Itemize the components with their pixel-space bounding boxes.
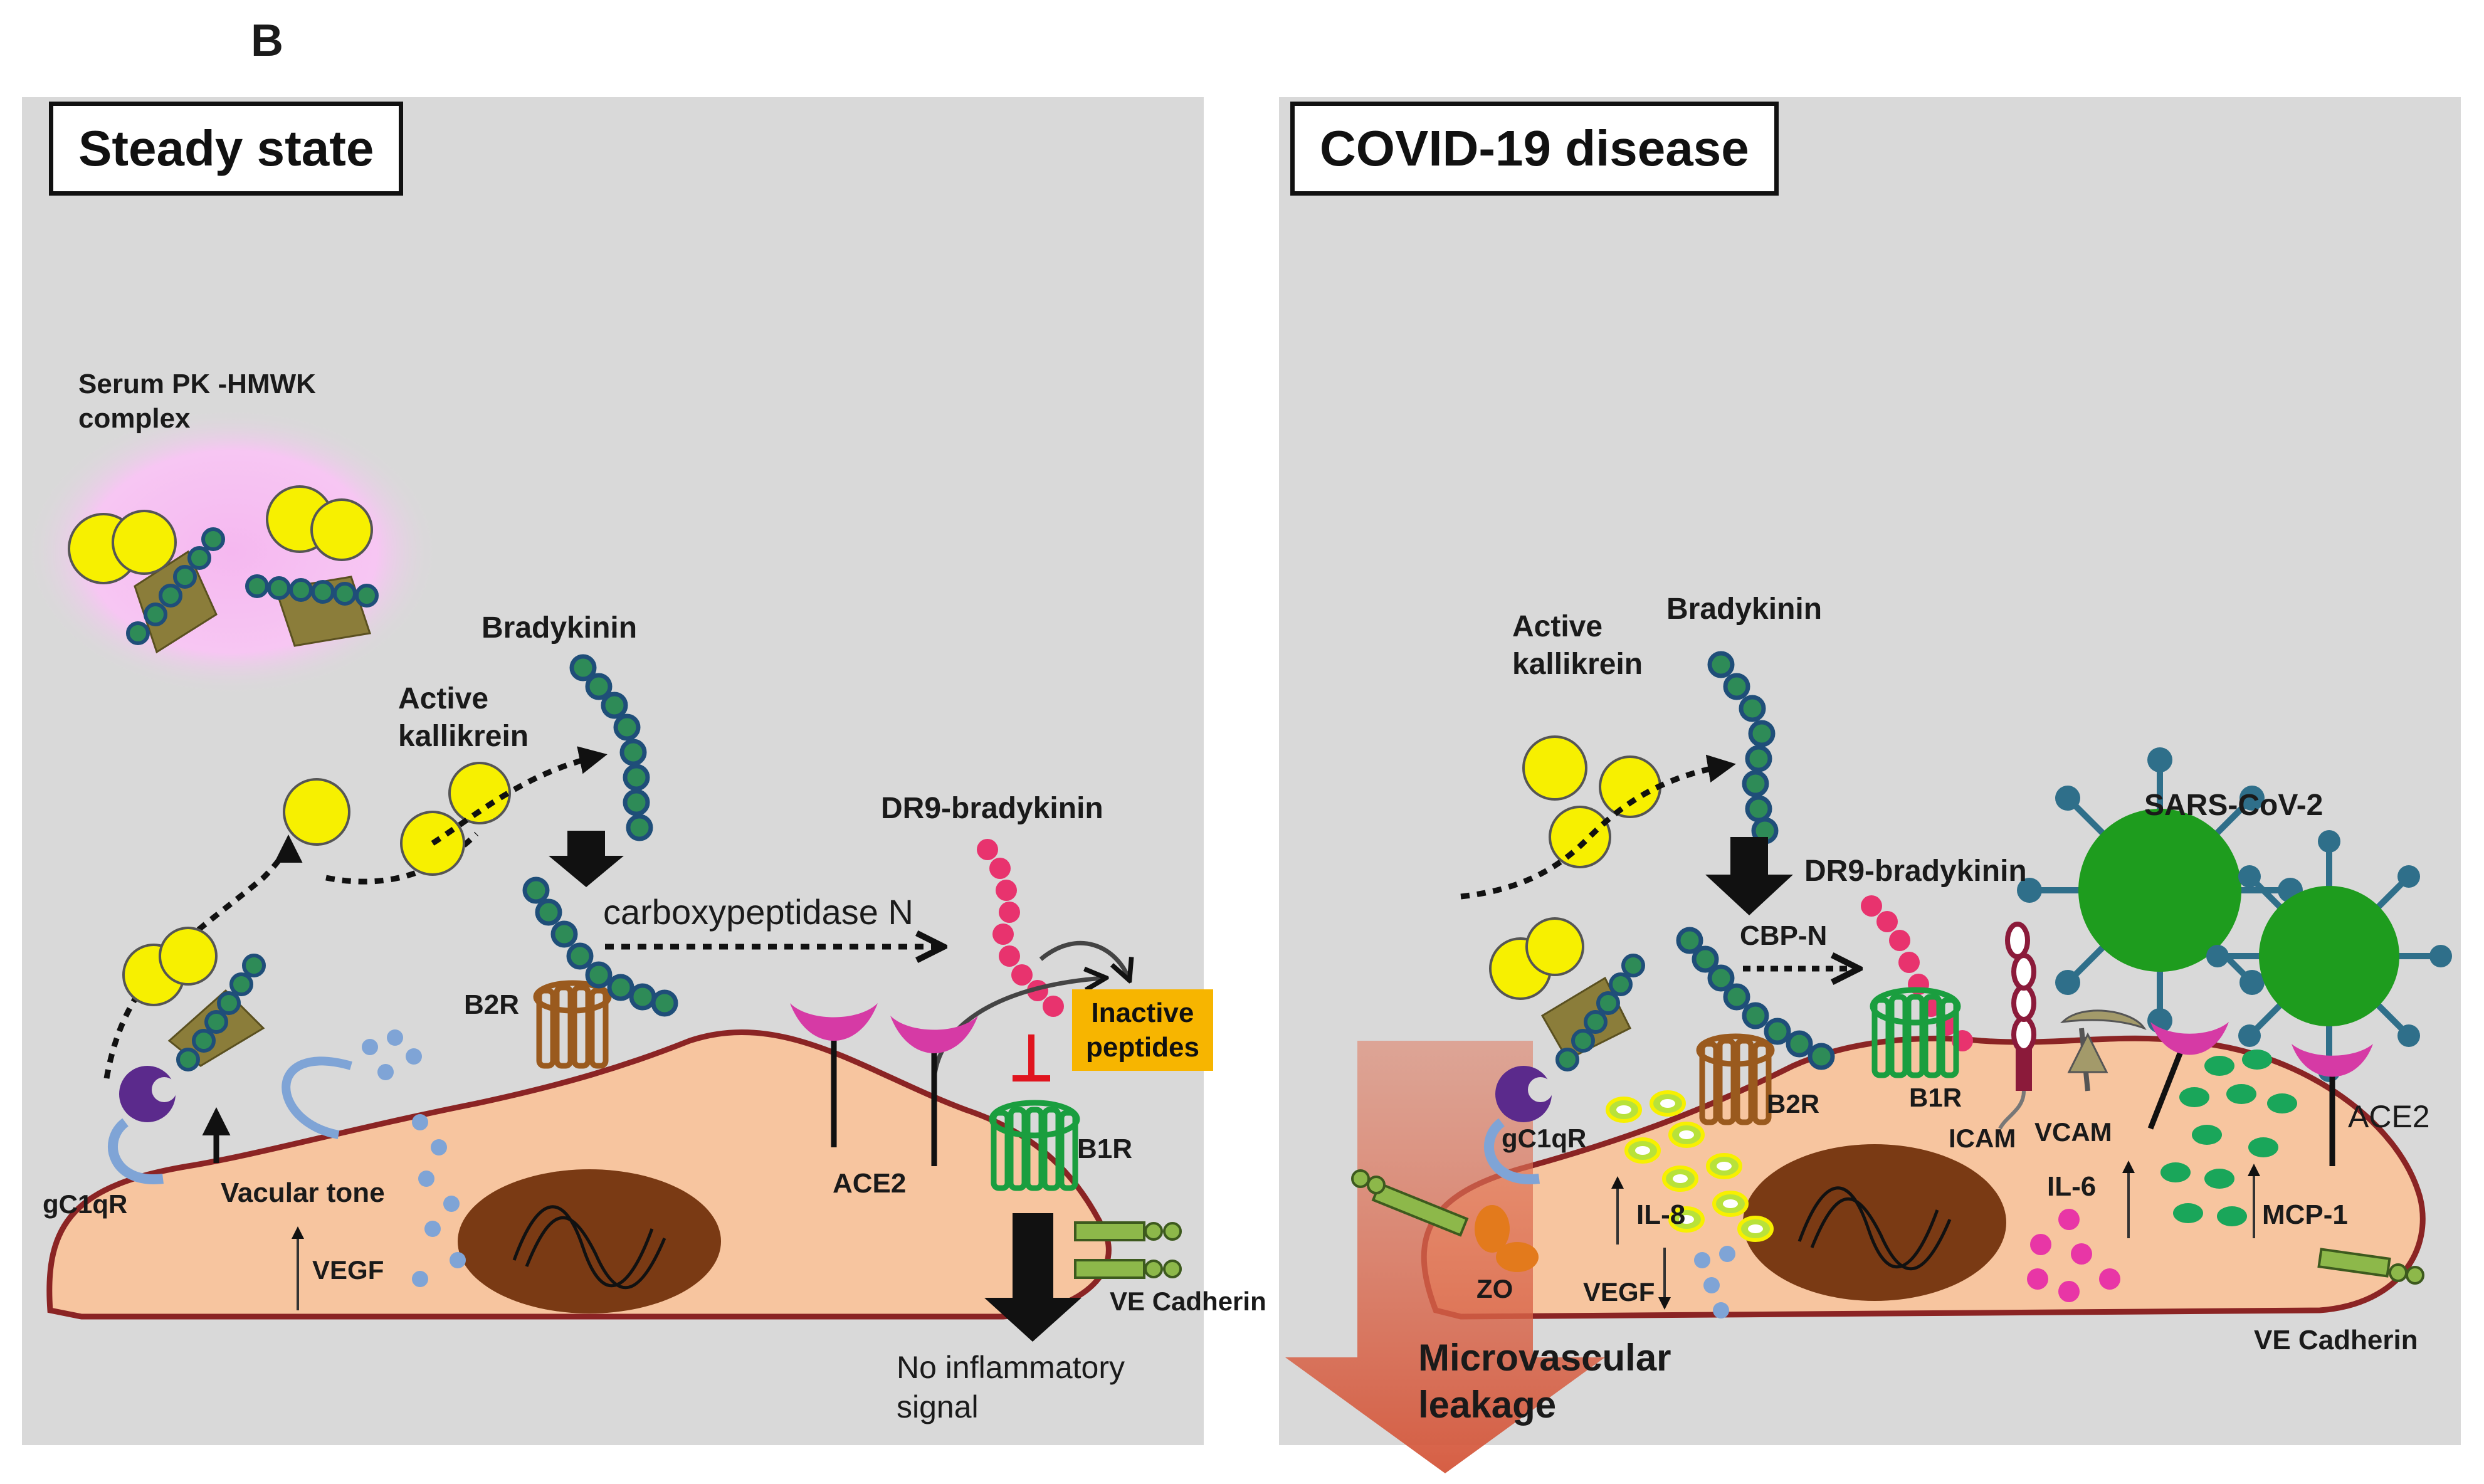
zo-protein-icon — [1475, 1205, 1539, 1272]
mcp-1-cytokine-icon — [2160, 1050, 2297, 1226]
active-kallikrein-label: Active kallikrein — [398, 682, 529, 753]
fluid-droplets — [1694, 1246, 1735, 1318]
ve-cadherin-label: VE Cadherin — [1110, 1287, 1266, 1316]
ace2-label: ACE2 — [2348, 1099, 2430, 1134]
dna-strand — [1797, 1186, 1952, 1271]
curved-arrow — [932, 978, 1103, 1079]
vcam-label: VCAM — [2034, 1117, 2112, 1147]
mcp-1-label: MCP-1 — [2262, 1199, 2348, 1230]
sars-cov-2-virus-icon — [2017, 747, 2303, 1033]
active-kallikrein-icon — [1522, 735, 1587, 801]
active-kallikrein-icon — [448, 762, 511, 824]
dr9-bradykinin-label: DR9-bradykinin — [1804, 855, 2027, 888]
carboxypeptidase-label: carboxypeptidase N — [603, 892, 913, 932]
no-inflammatory-signal-label: No inflammatory signal — [897, 1350, 1125, 1424]
gc1qr-receptor-icon — [1484, 917, 1645, 1184]
covid-panel — [1279, 97, 2461, 1473]
fluid-droplets — [362, 1029, 466, 1287]
down-arrow — [549, 831, 624, 887]
b2r-label: B2R — [1767, 1089, 1820, 1118]
gc1qr-label: gC1qR — [43, 1189, 128, 1219]
b2r-label: B2R — [464, 989, 520, 1020]
leakage-arrow — [1285, 1041, 1605, 1473]
icam-label: ICAM — [1949, 1124, 2016, 1153]
steady-state-title: Steady state — [49, 102, 404, 196]
down-arrow — [984, 1213, 1081, 1342]
b1r-label: B1R — [1077, 1134, 1133, 1164]
bradykinin-icon — [1707, 651, 1779, 845]
sars-cov-2-label: SARS-CoV-2 — [2144, 789, 2323, 822]
gc1qr-receptor-icon — [108, 927, 266, 1184]
active-kallikrein-icon — [1549, 806, 1611, 868]
active-kallikrein-label: Active kallikrein — [1512, 610, 1643, 681]
microvascular-leakage-label: Microvascular leakage — [1418, 1337, 1671, 1426]
vegf-label: VEGF — [1583, 1277, 1655, 1307]
dotted-arrow — [431, 746, 608, 846]
b1r-label: B1R — [1909, 1083, 1962, 1112]
active-kallikrein-icon — [1599, 755, 1661, 818]
ace2-receptor-icon — [790, 1003, 978, 1166]
inhibition-icon — [1013, 1034, 1050, 1081]
sars-cov-2-virus-icon — [2206, 830, 2452, 1082]
serum-complex-icon — [68, 485, 379, 654]
zo-label: ZO — [1476, 1274, 1513, 1303]
down-arrow — [1705, 837, 1793, 915]
il-6-label: IL-6 — [2047, 1171, 2097, 1202]
inactive-peptides-label: Inactive peptides — [1072, 989, 1213, 1071]
vascular-tone-label: Vacular tone — [221, 1177, 385, 1208]
serum-complex-label: Serum PK -HMWK complex — [78, 369, 316, 434]
dr9-bradykinin-label: DR9-bradykinin — [881, 792, 1103, 825]
b2r-receptor-icon — [533, 980, 612, 1069]
gc1qr-label: gC1qR — [1502, 1124, 1587, 1153]
dotted-arrow — [1460, 754, 1736, 900]
curved-arrow — [282, 1056, 352, 1139]
bound-bradykinin-icon — [1676, 927, 1835, 1070]
b2r-receptor-icon — [1696, 1033, 1775, 1125]
kallikrein-icon — [283, 778, 350, 846]
bradykinin-icon — [569, 654, 653, 841]
bradykinin-label: Bradykinin — [482, 611, 638, 645]
ace2-label: ACE2 — [833, 1168, 907, 1199]
b1r-receptor-icon — [1870, 987, 1961, 1078]
ace2-receptor-icon — [2147, 1022, 2373, 1166]
vegf-label: VEGF — [312, 1255, 384, 1285]
dotted-arrow — [103, 834, 303, 1079]
dotted-path — [325, 831, 479, 885]
covid-title: COVID-19 disease — [1290, 102, 1779, 196]
il-8-label: IL-8 — [1636, 1199, 1686, 1230]
ve-cadherin-icon — [1351, 1169, 2424, 1285]
icam-icon — [1998, 922, 2036, 1130]
ve-cadherin-icon — [1074, 1221, 1182, 1279]
bradykinin-label: Bradykinin — [1666, 592, 1823, 626]
dna-strand — [512, 1205, 666, 1290]
bound-bradykinin-icon — [522, 876, 678, 1017]
il-8-cytokine-icon — [1616, 1099, 1763, 1233]
vcam-icon — [2060, 1009, 2147, 1092]
figure-letter: B — [251, 16, 283, 66]
b1r-receptor-icon — [989, 1100, 1080, 1191]
il-6-cytokine-icon — [2027, 1209, 2120, 1302]
ve-cadherin-label: VE Cadherin — [2254, 1325, 2418, 1355]
curved-arrow — [1039, 940, 1129, 978]
steady-state-panel — [22, 97, 1204, 1445]
dr9-bradykinin-icon — [977, 839, 1064, 1017]
cbp-n-label: CBP-N — [1740, 920, 1828, 951]
